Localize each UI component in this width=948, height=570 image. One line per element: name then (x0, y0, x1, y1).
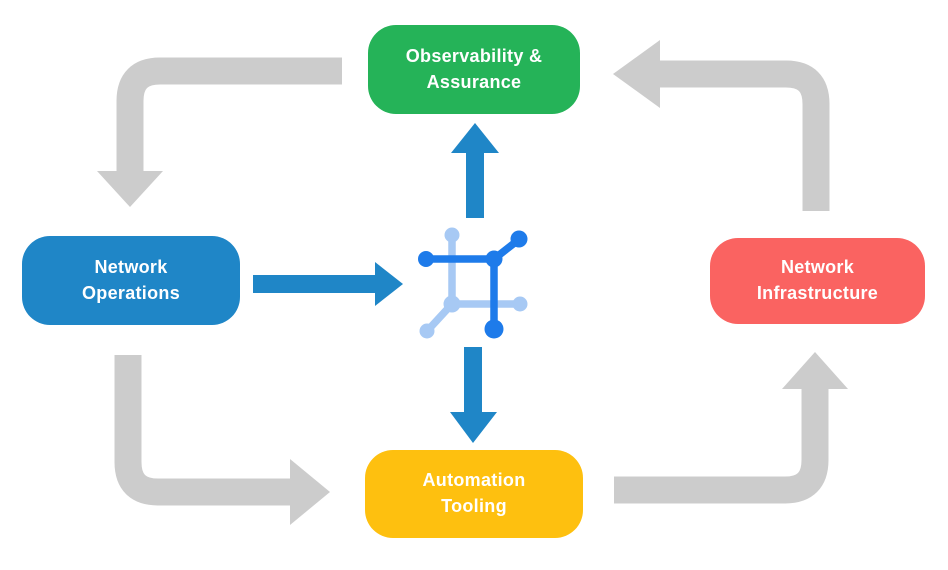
node-observability-assurance: Observability & Assurance (368, 25, 580, 114)
arrow-head-up-icon (451, 123, 499, 153)
node-network-operations: Network Operations (22, 236, 240, 325)
arrow-shaft (660, 60, 830, 211)
arrow-shaft (116, 57, 342, 172)
arrow-network-operations-to-center-icon (253, 262, 403, 306)
icon-top-right-node (510, 230, 528, 248)
icon-top-right-corner-node (485, 250, 503, 268)
icon-bottom-node (484, 319, 504, 339)
node-label-line: Network (780, 257, 855, 278)
arrow-head-down-icon (450, 412, 497, 443)
icon-top-node (444, 227, 460, 243)
icon-right-node (512, 296, 528, 312)
icon-left-node (418, 251, 434, 267)
icon-bottom-left-corner-node (443, 295, 461, 313)
node-label-line: Network (94, 256, 168, 277)
node-label-line: Automation (422, 470, 526, 491)
arrow-head-right-icon (290, 459, 330, 525)
arrow-network-infrastructure-to-observability (613, 40, 830, 211)
node-label-line: Infrastructure (756, 283, 879, 303)
icon-bottom-left-node (419, 323, 435, 339)
node-label-line: Assurance (426, 71, 522, 92)
node-label-line: Observability & (405, 45, 543, 66)
arrow-center-icon-to-automation-tooling (450, 347, 497, 443)
node-network-infrastructure: Network Infrastructure (710, 238, 925, 324)
arrow-head-down-icon (97, 171, 163, 207)
arrow-observability-to-network-operations (97, 57, 342, 207)
arrow-head-right-icon (375, 262, 403, 306)
connected-network-icon (418, 227, 528, 339)
arrow-shaft (614, 389, 829, 504)
node-label-line: Tooling (441, 496, 507, 516)
arrow-head-left-icon (613, 40, 660, 108)
node-automation-tooling: Automation Tooling (365, 450, 583, 538)
arrow-center-icon-to-observability (451, 123, 499, 218)
arrow-network-operations-to-automation-tooling (114, 355, 330, 525)
node-label-line: Operations (81, 282, 181, 303)
arrow-automation-tooling-to-network-infrastructure (614, 352, 848, 504)
arrow-head-up-icon (782, 352, 848, 389)
arrow-shaft (114, 355, 290, 506)
